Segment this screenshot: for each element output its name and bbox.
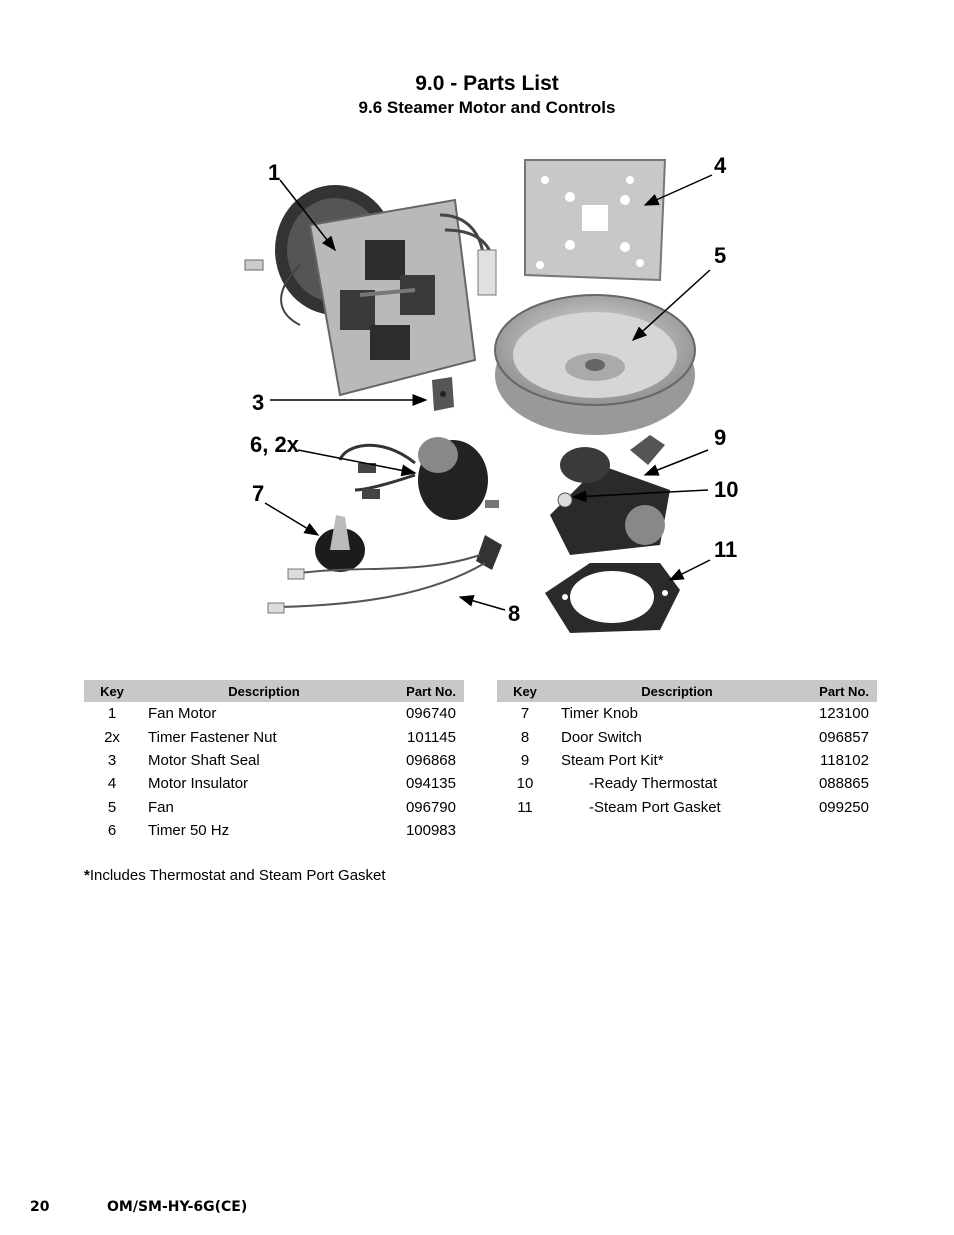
timer-part (338, 437, 499, 520)
key-cell: 11 (517, 798, 533, 816)
leader-6 (297, 449, 417, 477)
part-number-cell: 096857 (818, 728, 869, 746)
section-subtitle: 9.6 Steamer Motor and Controls (358, 98, 616, 117)
leader-11 (668, 559, 711, 581)
table-row: 2x Timer Fastener Nut 101145 (84, 725, 464, 748)
column-header-description: Description (140, 680, 388, 702)
description-cell: Fan Motor (148, 705, 217, 723)
motor-shaft-seal-part (432, 377, 454, 411)
callout-label: 9 (714, 425, 726, 450)
steam-port-gasket-part (545, 563, 680, 633)
door-switch-part (267, 535, 502, 614)
description-cell: Steam Port Kit* (561, 751, 664, 769)
leader-4 (643, 174, 713, 206)
table-header-row: Key Description Part No. (497, 680, 877, 702)
table-row: 3 Motor Shaft Seal 096868 (84, 749, 464, 772)
fan-motor-part (244, 185, 497, 397)
callout-label: 11 (714, 537, 737, 562)
leader-8 (458, 594, 506, 611)
description-cell: Motor Insulator (148, 775, 249, 793)
footnote-marker: * (84, 867, 90, 884)
section-title: 9.0 - Parts List (415, 72, 559, 95)
steam-port-kit-part (550, 435, 670, 555)
description-cell: -Ready Thermostat (589, 775, 718, 793)
leader-10 (571, 489, 709, 503)
callout-label: 6, 2x (250, 432, 300, 457)
callout-label: 1 (268, 160, 280, 185)
part-number-cell: 096740 (405, 705, 456, 723)
footnote-text: Includes Thermostat and Steam Port Gaske… (89, 867, 386, 884)
table-row: 10 -Ready Thermostat 088865 (497, 772, 877, 795)
parts-exploded-illustration: 1 3 6, 2x 7 4 5 9 10 11 8 (244, 153, 738, 633)
key-cell: 6 (107, 822, 117, 840)
footnote: *Includes Thermostat and Steam Port Gask… (84, 867, 386, 884)
table-header-row: Key Description Part No. (84, 680, 464, 702)
table-row: 11 -Steam Port Gasket 099250 (497, 796, 877, 819)
key-cell: 3 (107, 751, 117, 769)
document-id: OM/SM-HY-6G(CE) (107, 1199, 248, 1215)
table-row: 1 Fan Motor 096740 (84, 702, 464, 725)
part-number-cell: 096790 (405, 798, 456, 816)
table-row: 6 Timer 50 Hz 100983 (84, 819, 464, 842)
description-cell: -Steam Port Gasket (589, 798, 721, 816)
part-number-cell: 101145 (407, 728, 456, 746)
page-number: 20 (30, 1199, 50, 1215)
parts-table-left: Key Description Part No. 1 Fan Motor 096… (84, 680, 464, 842)
column-header-part: Part No. (388, 680, 464, 702)
callout-label: 5 (714, 243, 726, 268)
description-cell: Door Switch (561, 728, 642, 746)
callout-leaders (264, 174, 713, 611)
column-header-key: Key (84, 680, 140, 702)
description-cell: Timer Fastener Nut (148, 728, 277, 746)
key-cell: 4 (107, 775, 117, 793)
part-number-cell: 088865 (818, 775, 869, 793)
key-cell: 9 (520, 751, 530, 769)
column-header-description: Description (553, 680, 801, 702)
table-row: 5 Fan 096790 (84, 796, 464, 819)
key-cell: 8 (520, 728, 530, 746)
leader-1 (279, 179, 336, 252)
part-number-cell: 123100 (818, 705, 869, 723)
table-row: 9 Steam Port Kit* 118102 (497, 749, 877, 772)
description-cell: Motor Shaft Seal (148, 751, 260, 769)
description-cell: Timer 50 Hz (148, 822, 230, 840)
description-cell: Timer Knob (561, 705, 638, 723)
parts-table-right: Key Description Part No. 7 Timer Knob 12… (497, 680, 877, 819)
callout-label: 7 (252, 481, 264, 506)
part-number-cell: 118102 (820, 751, 869, 769)
key-cell: 10 (516, 775, 534, 793)
callout-label: 3 (252, 390, 264, 415)
leader-9 (643, 449, 709, 476)
table-row: 4 Motor Insulator 094135 (84, 772, 464, 795)
table-row: 7 Timer Knob 123100 (497, 702, 877, 725)
part-number-cell: 099250 (818, 798, 869, 816)
motor-insulator-part (524, 159, 667, 282)
description-cell: Fan (148, 798, 174, 816)
leader-7 (264, 502, 320, 536)
timer-knob-part (315, 515, 365, 572)
column-header-part: Part No. (801, 680, 877, 702)
column-header-key: Key (497, 680, 553, 702)
key-cell: 1 (107, 705, 117, 723)
callout-label: 4 (714, 153, 727, 178)
key-cell: 7 (520, 705, 530, 723)
part-number-cell: 094135 (405, 775, 456, 793)
fan-wheel-part (494, 294, 696, 435)
key-cell: 2x (104, 728, 120, 746)
part-number-cell: 100983 (405, 822, 456, 840)
table-row: 8 Door Switch 096857 (497, 725, 877, 748)
callout-label: 10 (714, 477, 738, 502)
key-cell: 5 (107, 798, 117, 816)
leader-5 (631, 269, 711, 342)
callout-label: 8 (508, 601, 520, 626)
part-number-cell: 096868 (405, 751, 456, 769)
